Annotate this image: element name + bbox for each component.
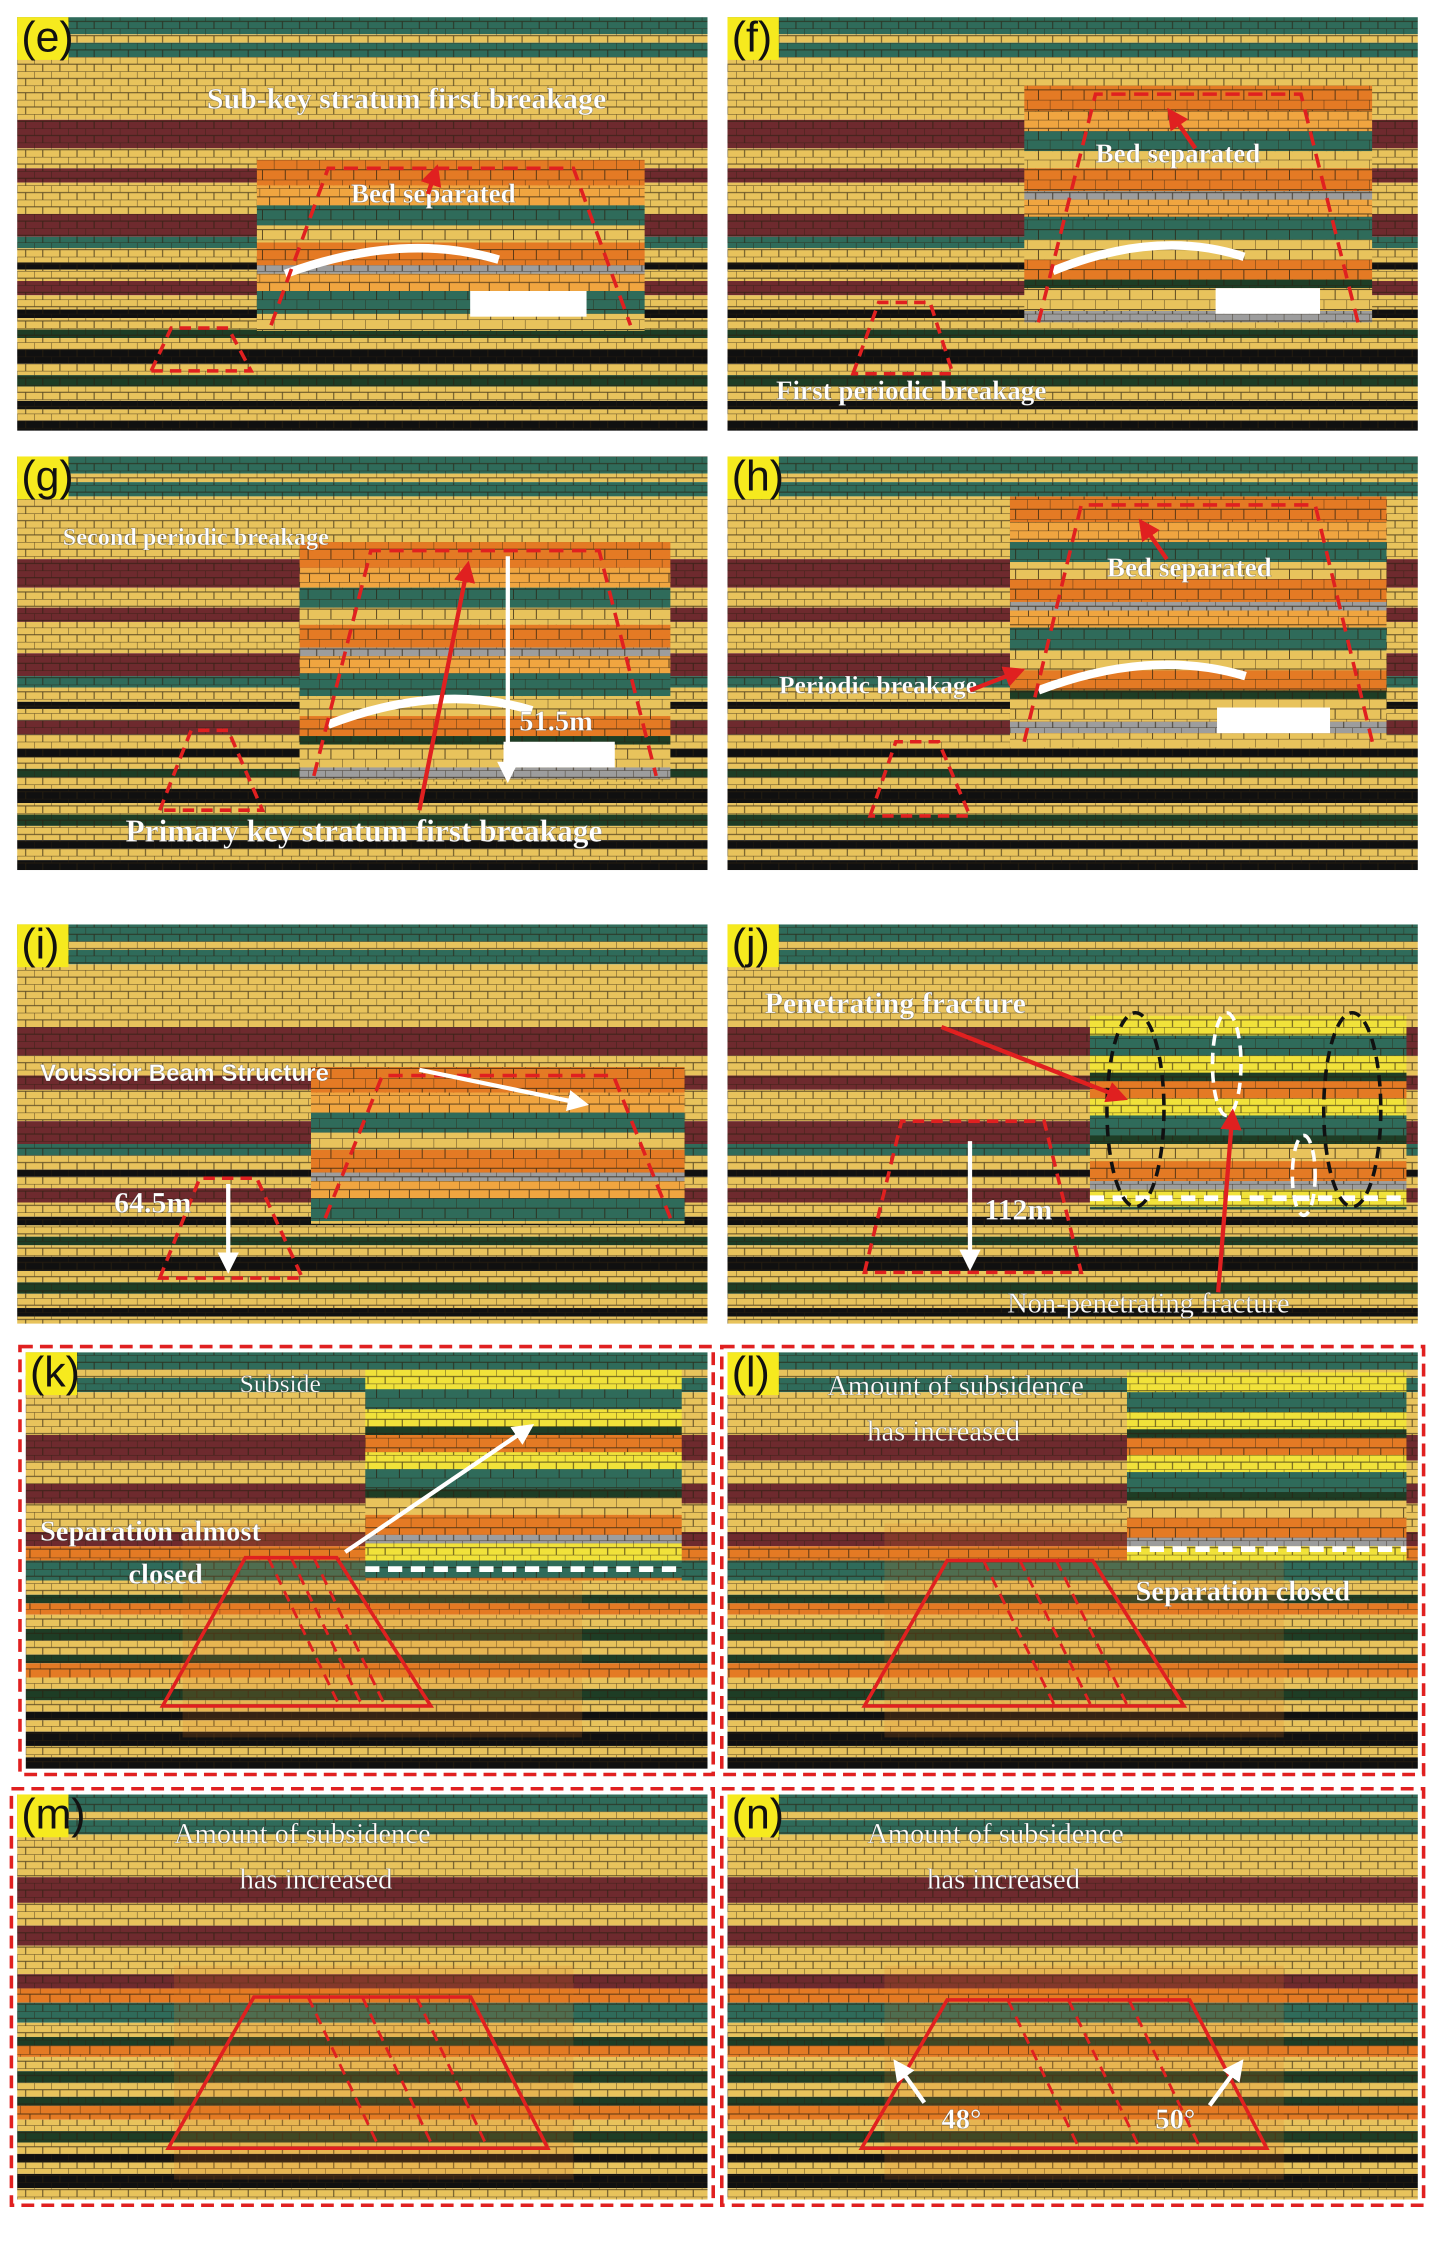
label-h2: Periodic breakage xyxy=(779,670,977,699)
panel-j: (j) Penetrating fracture 112mNon-penetrati… xyxy=(727,921,1418,1324)
label-n3: 48° xyxy=(941,2104,981,2135)
annotation-arrow-1 xyxy=(420,164,442,195)
panel-tag: (j) xyxy=(732,921,770,969)
label-g1: Second periodic breakage xyxy=(63,524,329,551)
label-i2: 64.5m xyxy=(114,1186,191,1219)
panel-tag-background xyxy=(17,17,69,60)
panel-tag: (i) xyxy=(21,921,59,969)
panel-tag-background xyxy=(17,456,69,500)
zoom-inset xyxy=(365,1369,682,1581)
panel-tag: (k) xyxy=(30,1349,80,1397)
panel-tag-background xyxy=(727,924,779,968)
panel-tag: (n) xyxy=(732,1791,784,1839)
panel-i: (i) Voussior Beam Structure 64.5m xyxy=(17,921,708,1324)
label-m2: has increased xyxy=(240,1865,393,1896)
panel-tag-background xyxy=(727,17,779,60)
label-j3: Non-penetrating fracture xyxy=(1007,1288,1290,1319)
caving-zone-outline xyxy=(157,728,266,813)
caving-zone-outline xyxy=(867,739,973,818)
zoom-inset xyxy=(1009,496,1387,748)
caving-zone-outline xyxy=(861,1558,1188,1708)
annotation-arrow-11 xyxy=(1216,1108,1242,1293)
zoom-inset xyxy=(1126,1372,1407,1561)
panel-tag: (m) xyxy=(21,1791,85,1839)
label-l3: Separation closed xyxy=(1135,1576,1350,1607)
label-f2: First periodic breakage xyxy=(776,375,1046,405)
panel-tag-background xyxy=(17,1794,69,1838)
panel-tag: (e) xyxy=(21,13,73,61)
caving-zone-outline xyxy=(862,1119,1084,1275)
panel-tag: (h) xyxy=(732,453,784,501)
caving-zone-outline xyxy=(148,326,255,373)
annotation-arrow-6 xyxy=(969,666,1026,693)
caving-zone-outline xyxy=(159,1555,435,1708)
label-n1: Amount of subsidence xyxy=(867,1819,1124,1850)
label-n2: has increased xyxy=(927,1865,1080,1896)
caving-zone-outline xyxy=(165,1995,551,2151)
label-k2: Separation almost xyxy=(40,1517,262,1548)
panel-g: (g) Second periodic breakage 51.5mPrimary … xyxy=(17,453,708,871)
panel-n: (n) Amount of subsidence has increased 48° 5… xyxy=(719,1786,1426,2208)
zoom-inset xyxy=(310,1066,685,1224)
strata-background xyxy=(727,1794,1418,2200)
label-i1: Voussior Beam Structure xyxy=(40,1060,329,1087)
panel-tag-background xyxy=(17,924,69,968)
panel-tag-background xyxy=(727,1352,779,1396)
label-k1: Subside xyxy=(240,1369,321,1398)
label-j2: 112m xyxy=(984,1194,1052,1227)
zoom-inset xyxy=(299,542,671,782)
annotation-arrow-7 xyxy=(418,1067,590,1112)
annotation-arrow-3 xyxy=(417,560,476,811)
label-n4: 50° xyxy=(1155,2104,1195,2135)
label-g2: 51.5m xyxy=(519,706,593,737)
annotation-arrow-2 xyxy=(1167,107,1198,150)
label-f1: Bed separated xyxy=(1096,139,1261,169)
panel-tag-background xyxy=(727,1794,779,1838)
label-j1: Penetrating fracture xyxy=(765,987,1026,1020)
label-g3: Primary key stratum first breakage xyxy=(126,814,603,849)
zoom-inset xyxy=(1024,85,1373,329)
panel-l: (l) Amount of subsidence has increasedSepa… xyxy=(719,1344,1426,1777)
label-e1: Sub-key stratum first breakage xyxy=(207,82,606,115)
label-l2: has increased xyxy=(867,1417,1020,1448)
annotation-arrow-9 xyxy=(940,1025,1129,1103)
panel-tag: (l) xyxy=(732,1349,770,1397)
annotation-arrow-12 xyxy=(343,1424,535,1554)
panel-tag-background xyxy=(25,1352,78,1396)
annotation-arrow-5 xyxy=(1138,518,1169,561)
panel-tag-background xyxy=(727,456,779,500)
annotation-arrow-14 xyxy=(1207,2059,1244,2107)
annotation-arrow-13 xyxy=(893,2059,927,2104)
panel-m: (m) Amount of subsidence has increased xyxy=(9,1786,716,2208)
label-m1: Amount of subsidence xyxy=(174,1819,431,1850)
panel-tag: (f) xyxy=(732,13,772,61)
caving-zone-outline xyxy=(157,1176,306,1280)
panel-tag: (g) xyxy=(21,453,73,501)
label-l1: Amount of subsidence xyxy=(827,1371,1084,1402)
label-h1: Bed separated xyxy=(1107,552,1272,582)
zoom-inset xyxy=(256,159,645,331)
label-k3: closed xyxy=(128,1559,203,1590)
caving-zone-outline xyxy=(858,1998,1270,2151)
zoom-inset xyxy=(1089,1010,1407,1218)
